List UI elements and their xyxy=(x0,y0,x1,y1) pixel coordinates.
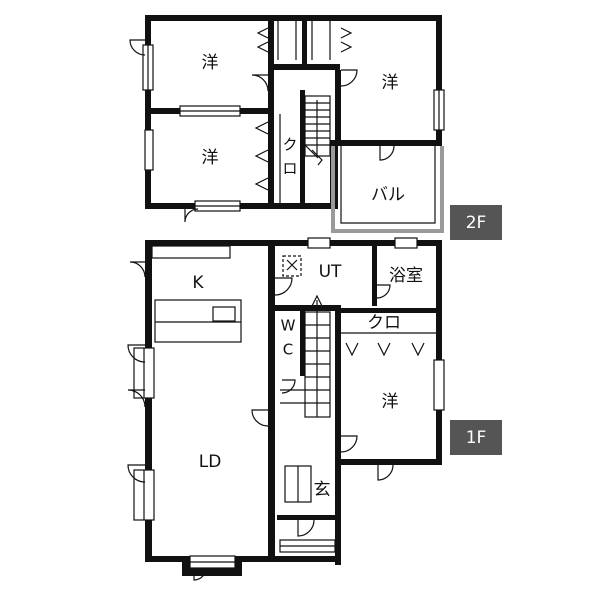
balcony-outline xyxy=(331,146,444,233)
floor-tag-1f: 1F xyxy=(450,420,502,455)
room-label-western-mid-left: 洋 xyxy=(202,148,219,168)
room-label-closet-1f: クロ xyxy=(367,313,401,333)
stairs-1f xyxy=(280,294,331,418)
room-label-living-dining: LD xyxy=(199,452,222,472)
room-label-toilet-c: C xyxy=(283,341,293,359)
room-label-bathroom: 浴室 xyxy=(389,266,423,286)
first-floor: K UT 浴室 W C クロ 洋 LD 玄 xyxy=(127,237,445,581)
stairs-2f xyxy=(304,95,331,166)
room-label-closet-2f-top: ク xyxy=(282,136,297,154)
room-label-western-1f: 洋 xyxy=(382,392,399,412)
kitchen-counter xyxy=(151,245,242,343)
room-label-western-top-left: 洋 xyxy=(202,53,219,73)
room-label-western-top-right: 洋 xyxy=(382,73,399,93)
room-label-kitchen: K xyxy=(192,273,204,293)
second-floor: 洋 洋 洋 ク ロ バル xyxy=(129,15,445,233)
floor-tag-2f: 2F xyxy=(450,205,502,240)
room-label-closet-2f-bottom: ロ xyxy=(282,160,297,178)
floor-tag-1f-text: 1F xyxy=(466,428,487,448)
room-label-utility: UT xyxy=(319,262,342,282)
room-label-balcony: バル xyxy=(371,185,405,205)
room-label-toilet-w: W xyxy=(281,317,296,335)
room-label-entrance: 玄 xyxy=(314,480,331,500)
floor-tag-2f-text: 2F xyxy=(466,213,487,233)
